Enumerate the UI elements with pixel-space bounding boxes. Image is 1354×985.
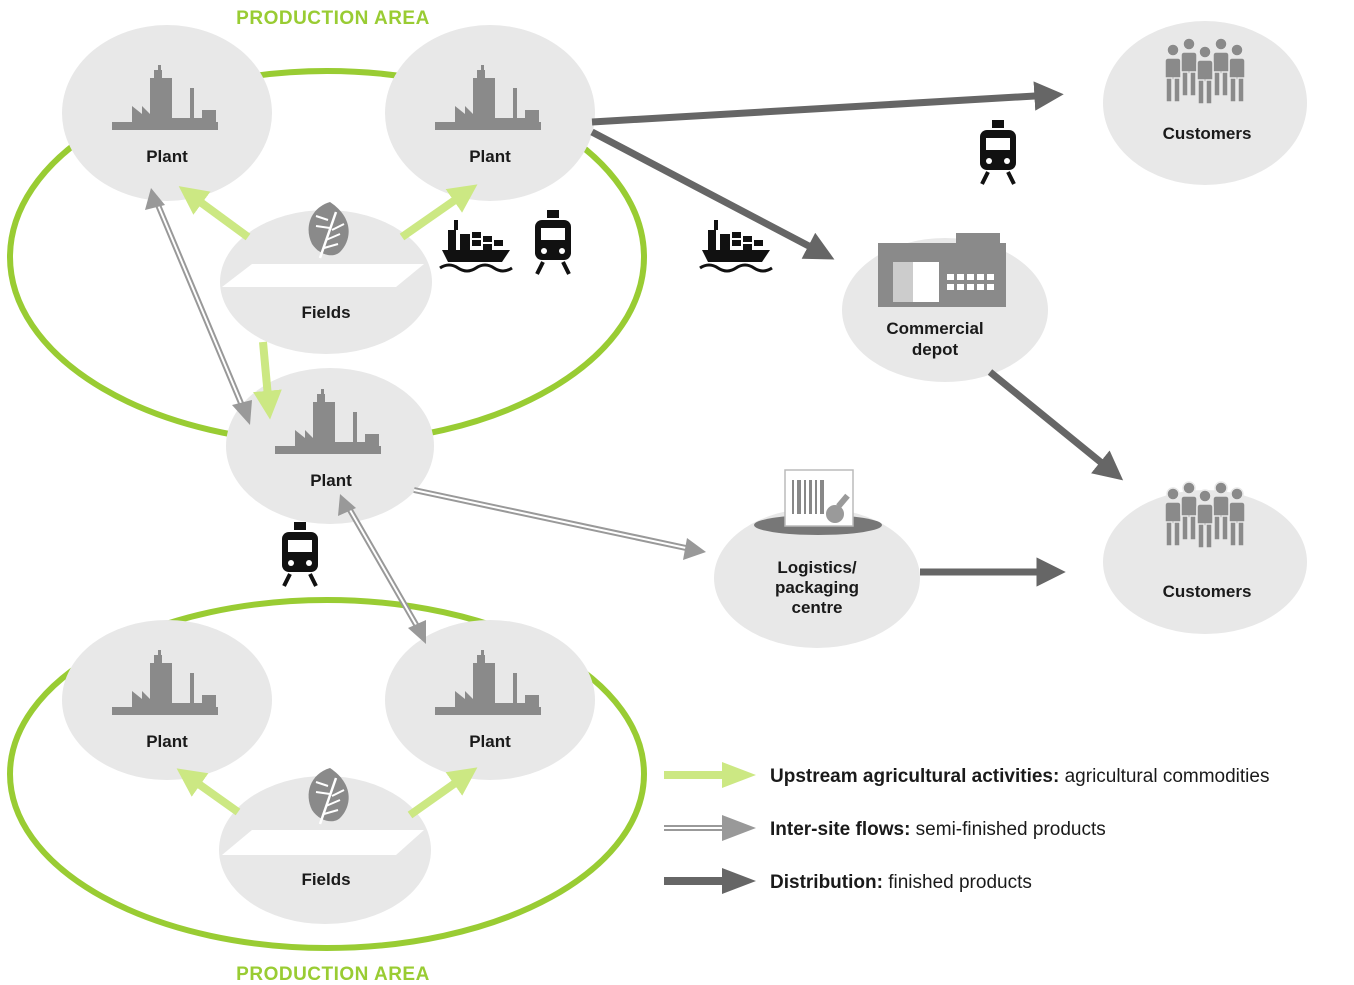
svg-text:Distribution: finished product: Distribution: finished products [770, 872, 1032, 893]
depot-label-line1: Commercial [886, 319, 983, 338]
ship-icon [698, 218, 774, 273]
svg-text:Upstream agricultural activiti: Upstream agricultural activities: agricu… [770, 766, 1269, 787]
upstream-arrow [178, 186, 251, 241]
logistics-label-line3: centre [791, 598, 842, 617]
legend-distribution: Distribution: finished products [664, 868, 1032, 894]
distribution-arrow [987, 369, 1124, 481]
intersite-arrowhead [338, 494, 356, 516]
train-icon [978, 118, 1018, 186]
distribution-arrow [591, 81, 1064, 126]
intersite-arrowhead [683, 538, 706, 560]
legend-intersite-text: semi-finished products [910, 819, 1105, 840]
plant-top-left: Plant [62, 25, 272, 201]
plant-middle-label: Plant [310, 471, 352, 490]
upstream-arrow [253, 341, 282, 420]
customers-bottom: Customers [1103, 482, 1307, 634]
fields-top: Fields [220, 200, 432, 354]
ship-icon [438, 218, 514, 273]
commercial-depot: Commercial depot [842, 233, 1048, 382]
plant-bottom-left-label: Plant [146, 732, 188, 751]
fields-bottom: Fields [219, 766, 431, 924]
distribution-arrows [590, 81, 1124, 587]
legend-intersite: Inter-site flows: semi-finished products [664, 815, 1106, 841]
plant-bottom-left: Plant [62, 620, 272, 780]
fields-bottom-label: Fields [301, 870, 350, 889]
distribution-arrow [590, 128, 835, 260]
logistics-label-line1: Logistics/ [777, 558, 857, 577]
upstream-arrow [176, 768, 241, 816]
legend-upstream-bold: Upstream agricultural activities: [770, 766, 1059, 787]
intersite-arrowhead [408, 620, 426, 644]
upstream-arrow [399, 184, 478, 241]
plant-top-right: Plant [385, 25, 595, 201]
svg-text:Inter-site flows: semi-finishe: Inter-site flows: semi-finished products [770, 819, 1106, 840]
production-area-top-label: PRODUCTION AREA [236, 8, 430, 29]
warehouse-icon [878, 233, 1006, 307]
production-area-bottom-ring [7, 597, 647, 951]
logistics-packaging-centre: Logistics/ packaging centre [714, 469, 920, 648]
production-area-bottom-label: PRODUCTION AREA [236, 964, 430, 985]
upstream-arrows [176, 184, 478, 819]
customers-bottom-label: Customers [1163, 582, 1252, 601]
depot-label-line2: depot [912, 340, 959, 359]
legend-distribution-text: finished products [883, 872, 1032, 893]
intersite-arrowhead [232, 400, 252, 425]
upstream-arrow [407, 767, 478, 819]
legend: Upstream agricultural activities: agricu… [664, 762, 1269, 894]
legend-distribution-bold: Distribution: [770, 872, 883, 893]
legend-upstream-text: agricultural commodities [1059, 766, 1269, 787]
intersite-arrowhead [145, 188, 165, 210]
fields-top-label: Fields [301, 303, 350, 322]
plant-bottom-right-label: Plant [469, 732, 511, 751]
customers-top-label: Customers [1163, 124, 1252, 143]
plant-top-left-label: Plant [146, 147, 188, 166]
customers-top: Customers [1103, 21, 1307, 185]
train-icon [280, 520, 320, 588]
intersite-arrows [145, 188, 706, 644]
plant-top-right-label: Plant [469, 147, 511, 166]
train-icon [533, 208, 573, 276]
plant-bottom-right: Plant [385, 620, 595, 780]
barcode-icon [784, 469, 854, 527]
legend-upstream: Upstream agricultural activities: agricu… [664, 762, 1269, 788]
legend-intersite-bold: Inter-site flows: [770, 819, 910, 840]
logistics-label-line2: packaging [775, 578, 859, 597]
plant-middle: Plant [226, 368, 434, 524]
